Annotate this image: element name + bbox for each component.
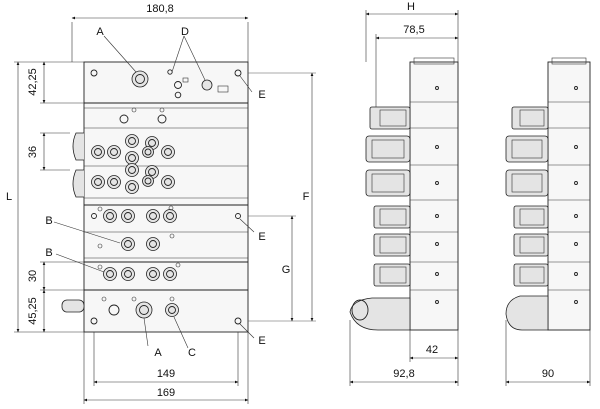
- elbow-fitting-2: [505, 295, 549, 331]
- callout-b-1: B: [45, 215, 52, 227]
- valve-row-3: [91, 163, 175, 194]
- port-c: [165, 303, 179, 317]
- port-a-bottom: [135, 301, 153, 319]
- dim-92-8: 92,8: [393, 368, 414, 380]
- callout-e-2: E: [258, 231, 265, 243]
- manifold-body: [83, 61, 249, 333]
- coil-2: [365, 135, 411, 163]
- front-view: [61, 61, 316, 333]
- callout-b-2: B: [45, 247, 52, 259]
- port-d: [201, 79, 213, 91]
- side-body-2: [547, 61, 591, 331]
- front-dimensions: [14, 16, 314, 404]
- dim-42-25: 42,25: [27, 68, 39, 96]
- dim-149: 149: [157, 368, 175, 380]
- dim-90: 90: [542, 368, 554, 380]
- port-a-top: [131, 70, 149, 88]
- callout-leaders: [53, 35, 255, 349]
- coil-2-3: [505, 169, 549, 197]
- valve-row-2: [91, 134, 175, 165]
- side-view-1: [349, 10, 459, 386]
- solenoid-left-2: [72, 169, 84, 198]
- coil-1: [369, 106, 411, 130]
- coil-4: [373, 205, 411, 229]
- dim-f: F: [303, 191, 310, 203]
- coil-5: [373, 233, 411, 257]
- side-view-2: [505, 57, 591, 386]
- coil-2-5: [513, 233, 549, 257]
- callout-e-3: E: [258, 335, 265, 347]
- callout-e-1: E: [258, 89, 265, 101]
- dim-l: L: [6, 191, 12, 203]
- coil-2-2: [505, 135, 549, 163]
- valve-row-4: [97, 205, 177, 223]
- dim-42: 42: [426, 344, 438, 356]
- callout-c: C: [188, 347, 196, 359]
- coil-2-4: [513, 205, 549, 229]
- callout-a-top: A: [96, 26, 104, 38]
- dim-h: H: [407, 1, 415, 13]
- coil-2-1: [511, 106, 549, 130]
- dim-30: 30: [27, 270, 39, 282]
- coil-3: [365, 169, 411, 197]
- coil-6: [373, 263, 411, 287]
- callout-d: D: [181, 26, 189, 38]
- valve-row-6: [97, 262, 181, 281]
- side-body-1: [409, 61, 459, 331]
- dim-width-top: 180,8: [146, 3, 174, 15]
- coil-2-6: [513, 263, 549, 287]
- dim-169: 169: [157, 387, 175, 399]
- inlet-fitting: [61, 299, 85, 313]
- dim-78-5: 78,5: [403, 24, 424, 36]
- dim-45-25: 45,25: [27, 297, 39, 325]
- solenoid-left-1: [72, 132, 84, 161]
- dim-g: G: [282, 264, 291, 276]
- callout-a-bottom: A: [154, 347, 162, 359]
- dim-36: 36: [27, 146, 39, 158]
- valve-row-5: [97, 233, 175, 251]
- elbow-fitting-1: [349, 297, 411, 331]
